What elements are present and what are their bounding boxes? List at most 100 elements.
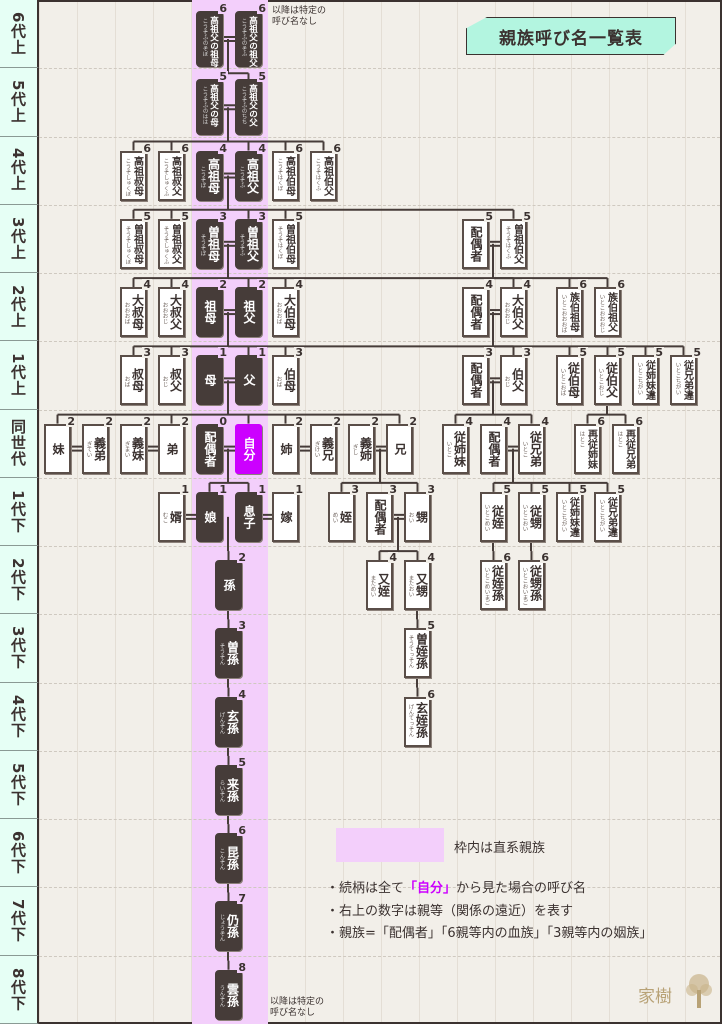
kinship-degree: 5	[522, 209, 532, 223]
relation-reading: こうそぼ	[199, 165, 206, 188]
relation-reading: そうそしゅくぼ	[124, 225, 131, 265]
relation-name: 大叔母	[130, 294, 145, 331]
relation-name: 叔母	[130, 368, 145, 393]
kinship-degree: 5	[616, 346, 626, 360]
relation-name: 配偶者	[203, 430, 217, 467]
relation-name: 父	[242, 374, 256, 387]
relation-name: 配偶者	[487, 430, 501, 467]
legend-bullet-3: ・親族=「配偶者」「6親等内の血族」「3親等内の姻族」	[326, 926, 653, 941]
relation-name: 高祖父の祖母	[208, 16, 219, 67]
relation-reading: こうそふのそふ	[240, 18, 247, 57]
kinship-degree: 1	[257, 482, 267, 496]
kinship-degree: 2	[218, 278, 228, 292]
relation-name: 伯父	[510, 368, 525, 393]
relation-name: 祖父	[242, 300, 256, 325]
relation-reading: またおい	[407, 575, 414, 598]
relation-reading: こうそはくふ	[314, 157, 321, 191]
kinship-degree: 2	[180, 414, 190, 428]
kinship-degree: 5	[484, 209, 494, 223]
kinship-degree: 5	[540, 482, 550, 496]
relation-name: 配偶者	[469, 294, 483, 331]
relation-name: 曽姪孫	[414, 633, 429, 670]
kinship-degree: 3	[388, 482, 398, 496]
relation-name: 高祖伯母	[283, 155, 295, 196]
relation-reading: こうそふのそぼ	[201, 18, 208, 57]
relation-name: 雲孫	[225, 982, 240, 1007]
relation-reading: おおおば	[123, 302, 130, 325]
relation-reading: こうそしゅくふ	[162, 157, 169, 197]
relation-name: 婿	[168, 510, 183, 523]
kinship-degree: 5	[237, 755, 247, 769]
relation-name: 従姪孫	[490, 565, 505, 602]
relation-reading: ぎけい	[313, 441, 320, 458]
kinship-degree: 5	[502, 482, 512, 496]
kinship-degree: 3	[350, 482, 360, 496]
relation-reading: こうそふのはは	[201, 86, 208, 125]
kinship-degree: 6	[142, 141, 152, 155]
relation-reading: おば	[123, 375, 130, 387]
kinship-degree: 2	[104, 414, 114, 428]
relation-name: 従兄弟違	[605, 496, 617, 537]
relation-name: 義弟	[92, 436, 107, 461]
generation-label: 2代下	[0, 546, 39, 615]
generation-divider	[39, 409, 720, 411]
relation-reading: おい	[407, 512, 414, 524]
relation-name: 曽祖母	[206, 225, 221, 262]
self-node: 自分	[235, 423, 262, 474]
logo-text: 家樹	[638, 987, 672, 1007]
kinship-degree: 6	[634, 414, 644, 428]
kinship-degree: 2	[332, 414, 342, 428]
kinship-degree: 0	[218, 414, 228, 428]
kinship-degree: 5	[180, 209, 190, 223]
relation-name: 兄	[393, 442, 407, 455]
relation-reading: こうそふのちち	[240, 86, 247, 125]
relation-name: 配偶者	[469, 362, 483, 399]
relation-name: 仍孫	[225, 914, 240, 939]
relation-reading: そうそしゅくふ	[162, 225, 169, 265]
relation-reading: こうそしゅくぼ	[124, 157, 131, 197]
relation-reading: いとこ	[445, 441, 452, 458]
relation-reading: まためい	[369, 575, 376, 598]
relation-reading: はとこ	[578, 430, 585, 448]
relation-name: 義兄	[320, 436, 335, 461]
kinship-degree: 6	[578, 278, 588, 292]
relation-reading: おば	[275, 375, 282, 387]
generation-label: 7代下	[0, 887, 39, 956]
relation-name: 息子	[242, 504, 256, 529]
relation-name: 姉	[279, 442, 293, 455]
relation-name: 高祖伯父	[321, 155, 333, 196]
kinship-degree: 1	[218, 482, 228, 496]
relation-reading: そうそふ	[238, 233, 245, 256]
relation-reading: こうそはくぼ	[276, 157, 283, 191]
relation-name: 大叔父	[168, 294, 183, 331]
relation-reading: こうそふ	[238, 165, 245, 188]
relation-name: 妹	[51, 442, 65, 455]
kinship-degree: 2	[370, 414, 380, 428]
generation-divider	[39, 750, 720, 752]
relation-name: 高祖父の母	[208, 84, 219, 127]
relation-reading: いとこめいまご	[483, 567, 490, 606]
kinship-degree: 2	[66, 414, 76, 428]
